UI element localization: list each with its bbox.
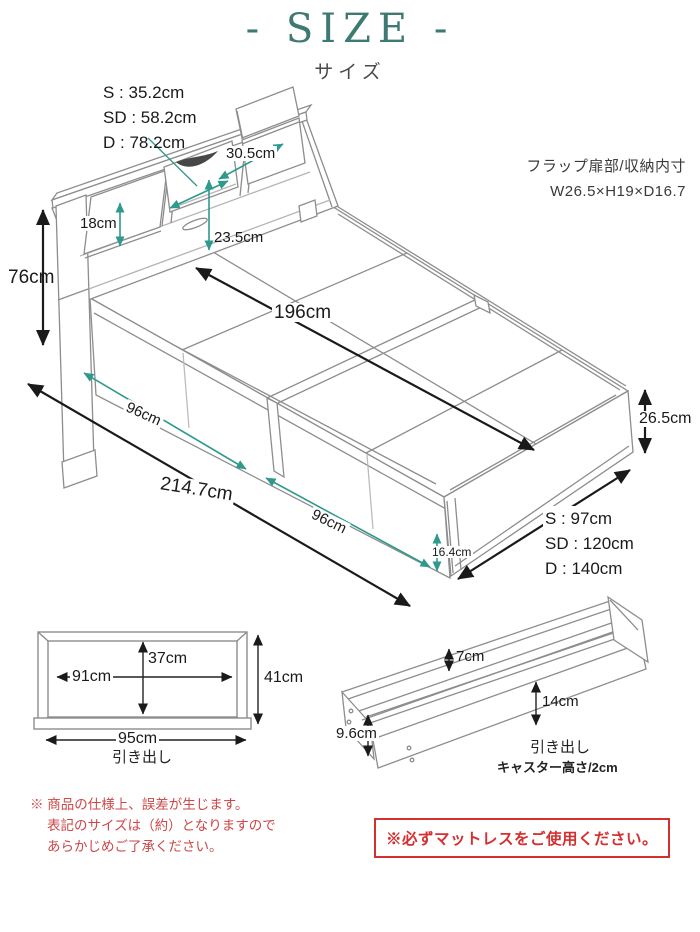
drawer-outer-width-label: 95cm (116, 730, 160, 747)
drawer-3d-view-drawing (341, 595, 649, 769)
page-title: - SIZE - (245, 6, 455, 52)
drawer-inner-height-label: 37cm (148, 650, 188, 667)
dim-label-inner-length: 196cm (272, 302, 334, 323)
disclaimer-line3: あらかじめご了承ください。 (47, 839, 223, 854)
open-flap-shadow (176, 151, 218, 167)
drawer-front-caption: 引き出し (112, 749, 173, 766)
dim-label-headboard-height: 76cm (8, 267, 55, 288)
dim-label-flap-open: 30.5cm (224, 145, 278, 162)
dim-label-shelf-front: 23.5cm (214, 229, 264, 246)
headboard-width-semidouble: SD : 58.2cm (103, 108, 197, 127)
disclaimer-line2: 表記のサイズは（約）となりますので (47, 818, 276, 833)
size-disclaimer-note: ※ 商品の仕様上、誤差が生じます。 表記のサイズは（約）となりますので あらかじ… (30, 794, 276, 857)
drawer-inner-width-label: 91cm (70, 668, 114, 685)
dim-label-base-height: 16.4cm (430, 545, 474, 559)
drawer-3d-caption: 引き出し (530, 739, 591, 756)
dim-arrow-96cm-left (83, 372, 247, 470)
disclaimer-line1: ※ 商品の仕様上、誤差が生じます。 (30, 797, 249, 812)
bed-width-single: S : 97cm (545, 509, 613, 528)
drawer-side-depth-label: 7cm (456, 648, 485, 665)
drawer-front-height-label: 14cm (542, 693, 579, 710)
drawer-back-height-label: 9.6cm (334, 725, 379, 742)
bed-width-list: S : 97cm SD : 120cm D : 140cm (543, 506, 636, 581)
headboard-inner-width-list: S : 35.2cm SD : 58.2cm D : 78.2cm (103, 80, 197, 155)
flap-note-line2: W26.5×H19×D16.7 (550, 183, 686, 200)
dim-arrow-headboard-inner (169, 180, 229, 209)
headboard-width-single: S : 35.2cm (103, 83, 185, 102)
bed-width-semidouble: SD : 120cm (545, 534, 634, 553)
flap-storage-note: フラップ扉部/収納内寸 W26.5×H19×D16.7 (526, 154, 686, 204)
dim-label-flap-height: 18cm (78, 215, 119, 232)
headboard-width-double: D : 78.2cm (103, 133, 186, 152)
drawer-outer-height-label: 41cm (264, 669, 304, 686)
mattress-warning-box: ※必ずマットレスをご使用ください。 (374, 818, 671, 858)
page-subtitle: サイズ (314, 62, 386, 83)
bed-width-double: D : 140cm (545, 559, 623, 578)
mattress-warning-text: ※必ずマットレスをご使用ください。 (386, 831, 659, 848)
leader-line-headboard-width (147, 137, 198, 187)
flap-note-line1: フラップ扉部/収納内寸 (526, 158, 686, 175)
dim-arrow-196cm (195, 267, 535, 451)
caster-height-note: キャスター高さ/2cm (497, 760, 618, 775)
dim-label-frame-height: 26.5cm (637, 410, 694, 427)
